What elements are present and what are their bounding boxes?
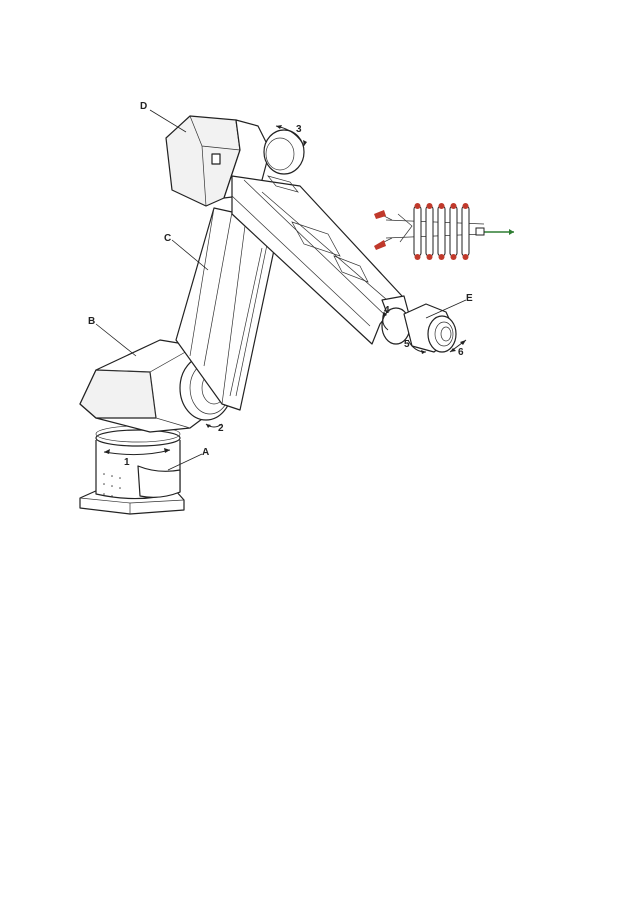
label-axis-1: 1 bbox=[124, 457, 130, 468]
label-e-wrist: E bbox=[466, 293, 473, 304]
wrist-assembly bbox=[381, 303, 457, 353]
shoulder-housing bbox=[79, 339, 233, 433]
label-d-elbow-housing: D bbox=[140, 101, 147, 112]
elbow-housing bbox=[165, 115, 305, 207]
label-b-shoulder: B bbox=[88, 316, 95, 327]
label-c-upper-arm: C bbox=[164, 233, 171, 244]
label-axis-2: 2 bbox=[218, 423, 224, 434]
label-axis-5: 5 bbox=[404, 339, 410, 350]
axis-2-rotation-arrow bbox=[205, 423, 223, 428]
axis-5-rotation-arrow bbox=[407, 339, 427, 354]
label-a-base: A bbox=[202, 447, 209, 458]
label-axis-4: 4 bbox=[384, 305, 390, 316]
robot-base bbox=[79, 425, 185, 515]
upper-arm bbox=[175, 207, 275, 411]
leader-lines bbox=[95, 109, 467, 471]
label-axis-3: 3 bbox=[296, 124, 302, 135]
axis-4-rotation-arrow bbox=[382, 311, 389, 331]
roller-caps bbox=[374, 203, 469, 260]
axis-1-rotation-arrow bbox=[103, 448, 171, 456]
roller-array bbox=[413, 205, 470, 257]
label-axis-6: 6 bbox=[458, 347, 464, 358]
axis-3-rotation-arrow bbox=[275, 125, 307, 147]
axis-6-rotation-arrow bbox=[449, 339, 467, 353]
tool-rollers-illustration bbox=[374, 203, 514, 260]
